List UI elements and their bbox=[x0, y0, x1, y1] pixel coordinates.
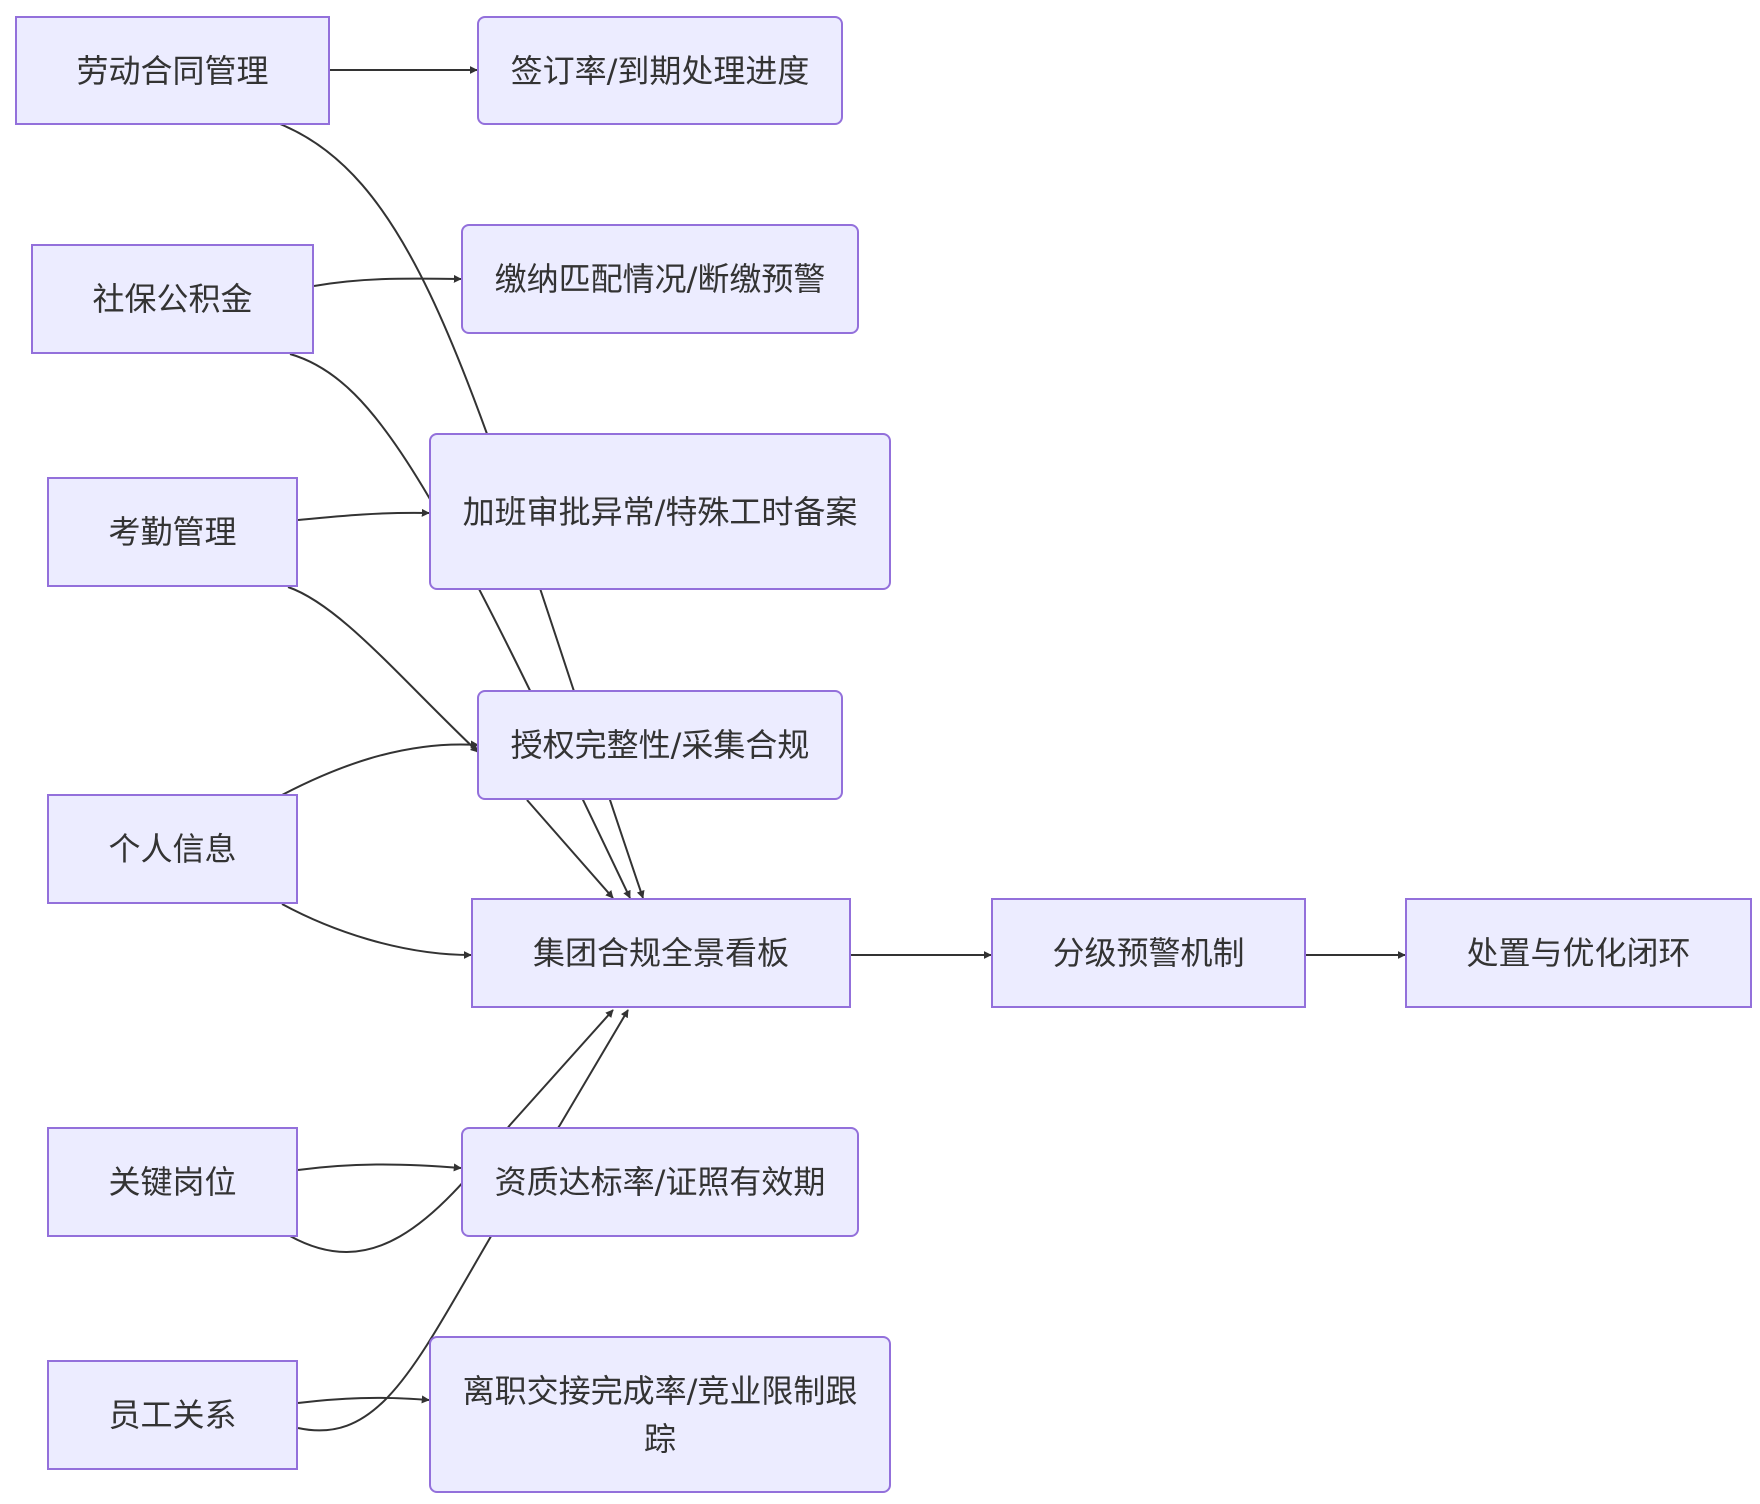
node-contract-management: 劳动合同管理 bbox=[15, 16, 330, 125]
node-overtime-approval: 加班审批异常/特殊工时备案 bbox=[429, 433, 891, 590]
node-label: 集团合规全景看板 bbox=[532, 934, 789, 972]
node-label: 处置与优化闭环 bbox=[1466, 934, 1691, 972]
node-label: 签订率/到期处理进度 bbox=[510, 51, 810, 90]
node-label: 关键岗位 bbox=[108, 1163, 237, 1201]
node-compliance-board: 集团合规全景看板 bbox=[471, 898, 851, 1008]
node-attendance: 考勤管理 bbox=[47, 477, 298, 587]
edge-relations-leave bbox=[297, 1395, 430, 1404]
edge-keypos-qualify bbox=[297, 1163, 462, 1172]
node-label: 加班审批异常/特殊工时备案 bbox=[462, 492, 858, 531]
edge-personal-board bbox=[281, 903, 472, 959]
node-label: 个人信息 bbox=[108, 830, 237, 868]
node-label: 劳动合同管理 bbox=[76, 51, 269, 90]
node-personal-info: 个人信息 bbox=[47, 794, 298, 904]
node-social-insurance: 社保公积金 bbox=[31, 244, 314, 354]
node-label: 授权完整性/采集合规 bbox=[510, 726, 810, 764]
node-label: 资质达标率/证照有效期 bbox=[494, 1163, 826, 1201]
node-leave-handover: 离职交接完成率/竞业限制跟踪 bbox=[429, 1336, 891, 1493]
node-payment-match: 缴纳匹配情况/断缴预警 bbox=[461, 224, 859, 334]
edge-auth-board bbox=[526, 799, 614, 899]
node-label: 缴纳匹配情况/断缴预警 bbox=[494, 260, 826, 298]
node-closed-loop: 处置与优化闭环 bbox=[1405, 898, 1752, 1008]
node-label: 离职交接完成率/竞业限制跟踪 bbox=[462, 1371, 858, 1458]
node-tiered-alert: 分级预警机制 bbox=[991, 898, 1306, 1008]
node-sign-rate: 签订率/到期处理进度 bbox=[477, 16, 843, 125]
node-auth-integrity: 授权完整性/采集合规 bbox=[477, 690, 843, 800]
node-label: 分级预警机制 bbox=[1052, 934, 1245, 972]
node-qualification-rate: 资质达标率/证照有效期 bbox=[461, 1127, 859, 1237]
edge-attendance-auth bbox=[287, 586, 479, 753]
edge-attendance-overtime bbox=[297, 508, 430, 521]
node-label: 社保公积金 bbox=[92, 280, 253, 318]
edge-personal-auth bbox=[281, 740, 479, 796]
node-label: 考勤管理 bbox=[108, 513, 237, 551]
node-label: 员工关系 bbox=[108, 1396, 237, 1434]
node-employee-relations: 员工关系 bbox=[47, 1360, 298, 1470]
node-key-position: 关键岗位 bbox=[47, 1127, 298, 1237]
edge-social-payment bbox=[313, 274, 462, 287]
